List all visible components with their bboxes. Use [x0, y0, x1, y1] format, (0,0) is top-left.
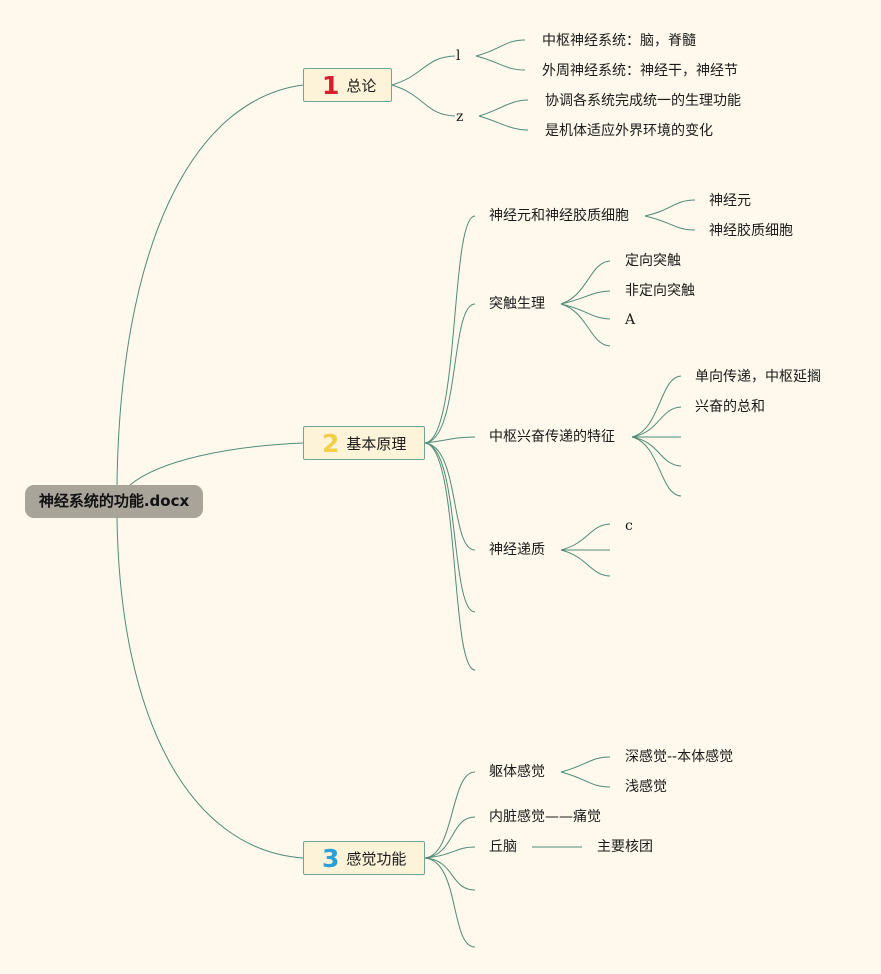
topic-overview[interactable]: 1 总论 [303, 68, 392, 102]
subtopic-somatic-sense[interactable]: 躯体感觉 [489, 764, 545, 780]
leaf-a[interactable]: A [625, 312, 636, 328]
leaf-neuron[interactable]: 神经元 [709, 193, 751, 209]
subtopic-neurons-glia[interactable]: 神经元和神经胶质细胞 [489, 208, 629, 224]
subtopic-neurotransmitter[interactable]: 神经递质 [489, 542, 545, 558]
leaf-main-nuclei[interactable]: 主要核团 [597, 839, 653, 855]
subtopic-l[interactable]: l [456, 48, 461, 64]
leaf-glia[interactable]: 神经胶质细胞 [709, 223, 793, 239]
leaf-pns[interactable]: 外周神经系统：神经干，神经节 [542, 63, 738, 79]
topic-basic-principles[interactable]: 2 基本原理 [303, 426, 425, 460]
subtopic-z[interactable]: z [456, 109, 464, 125]
leaf-cns[interactable]: 中枢神经系统：脑，脊髓 [542, 33, 696, 49]
leaf-directed-synapse[interactable]: 定向突触 [625, 253, 681, 269]
leaf-shallow-sense[interactable]: 浅感觉 [625, 779, 667, 795]
number-3-icon: 3 [322, 843, 340, 873]
leaf-one-way[interactable]: 单向传递，中枢延搁 [695, 369, 821, 385]
topic-sensory-function[interactable]: 3 感觉功能 [303, 841, 425, 875]
root-topic[interactable]: 神经系统的功能.docx [25, 485, 203, 518]
subtopic-visceral-pain[interactable]: 内脏感觉——痛觉 [489, 809, 601, 825]
number-1-icon: 1 [322, 70, 340, 100]
subtopic-central-excitation[interactable]: 中枢兴奋传递的特征 [489, 429, 615, 445]
subtopic-synapse[interactable]: 突触生理 [489, 296, 545, 312]
number-2-icon: 2 [322, 428, 340, 458]
leaf-c[interactable]: c [625, 518, 633, 534]
leaf-summation[interactable]: 兴奋的总和 [695, 399, 765, 415]
leaf-deep-sense[interactable]: 深感觉--本体感觉 [625, 749, 734, 765]
leaf-non-directed-synapse[interactable]: 非定向突触 [625, 283, 695, 299]
leaf-coordinate[interactable]: 协调各系统完成统一的生理功能 [545, 93, 741, 109]
subtopic-thalamus[interactable]: 丘脑 [489, 839, 517, 855]
leaf-adapt[interactable]: 是机体适应外界环境的变化 [545, 123, 713, 139]
